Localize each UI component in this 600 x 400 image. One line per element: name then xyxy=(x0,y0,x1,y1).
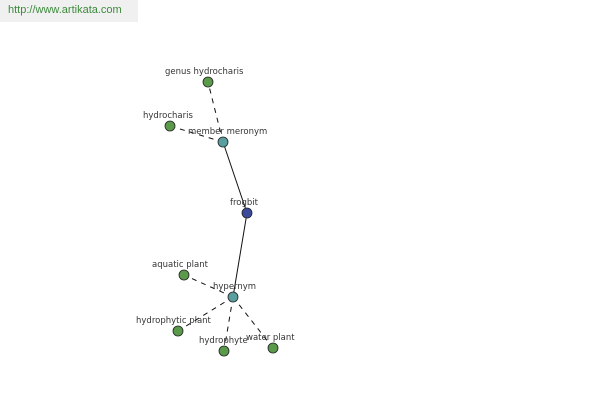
edge-frogbit-to-member-meronym xyxy=(222,141,248,214)
node-label-hydrophyte[interactable]: hydrophyte xyxy=(199,336,248,346)
node-label-hydrocharis[interactable]: hydrocharis xyxy=(143,111,193,121)
node-label-genus-hydrocharis[interactable]: genus hydrocharis xyxy=(165,67,244,77)
node-water-plant[interactable] xyxy=(267,342,279,354)
node-label-member-meronym[interactable]: member meronym xyxy=(188,127,267,137)
node-hydrophyte[interactable] xyxy=(218,345,230,357)
node-hydrophytic-plant[interactable] xyxy=(172,325,184,337)
watermark-bar: http://www.artikata.com xyxy=(0,0,138,22)
node-frogbit[interactable] xyxy=(241,207,253,219)
edge-hypernym-to-hydrophytic-plant xyxy=(177,296,234,332)
edge-frogbit-to-hypernym xyxy=(232,212,248,298)
node-label-hypernym[interactable]: hypernym xyxy=(213,282,256,292)
edge-hypernym-to-water-plant xyxy=(232,296,274,349)
label-layer: frogbit member meronym hypernym genus hydro… xyxy=(136,67,295,346)
node-genus-hydrocharis[interactable] xyxy=(202,76,214,88)
watermark-url[interactable]: http://www.artikata.com xyxy=(8,4,122,16)
edge-layer xyxy=(169,81,274,352)
node-label-water-plant[interactable]: water plant xyxy=(246,333,295,343)
edge-hypernym-to-aquatic-plant xyxy=(183,274,234,298)
node-hydrocharis[interactable] xyxy=(164,120,176,132)
node-member-meronym[interactable] xyxy=(217,136,229,148)
node-label-hydrophytic-plant[interactable]: hydrophytic plant xyxy=(136,316,212,326)
node-label-frogbit[interactable]: frogbit xyxy=(230,198,259,208)
edge-member-meronym-to-genus-hydrocharis xyxy=(207,81,224,143)
node-layer xyxy=(164,76,279,357)
node-aquatic-plant[interactable] xyxy=(178,269,190,281)
node-hypernym[interactable] xyxy=(227,291,239,303)
node-label-aquatic-plant[interactable]: aquatic plant xyxy=(152,260,209,270)
